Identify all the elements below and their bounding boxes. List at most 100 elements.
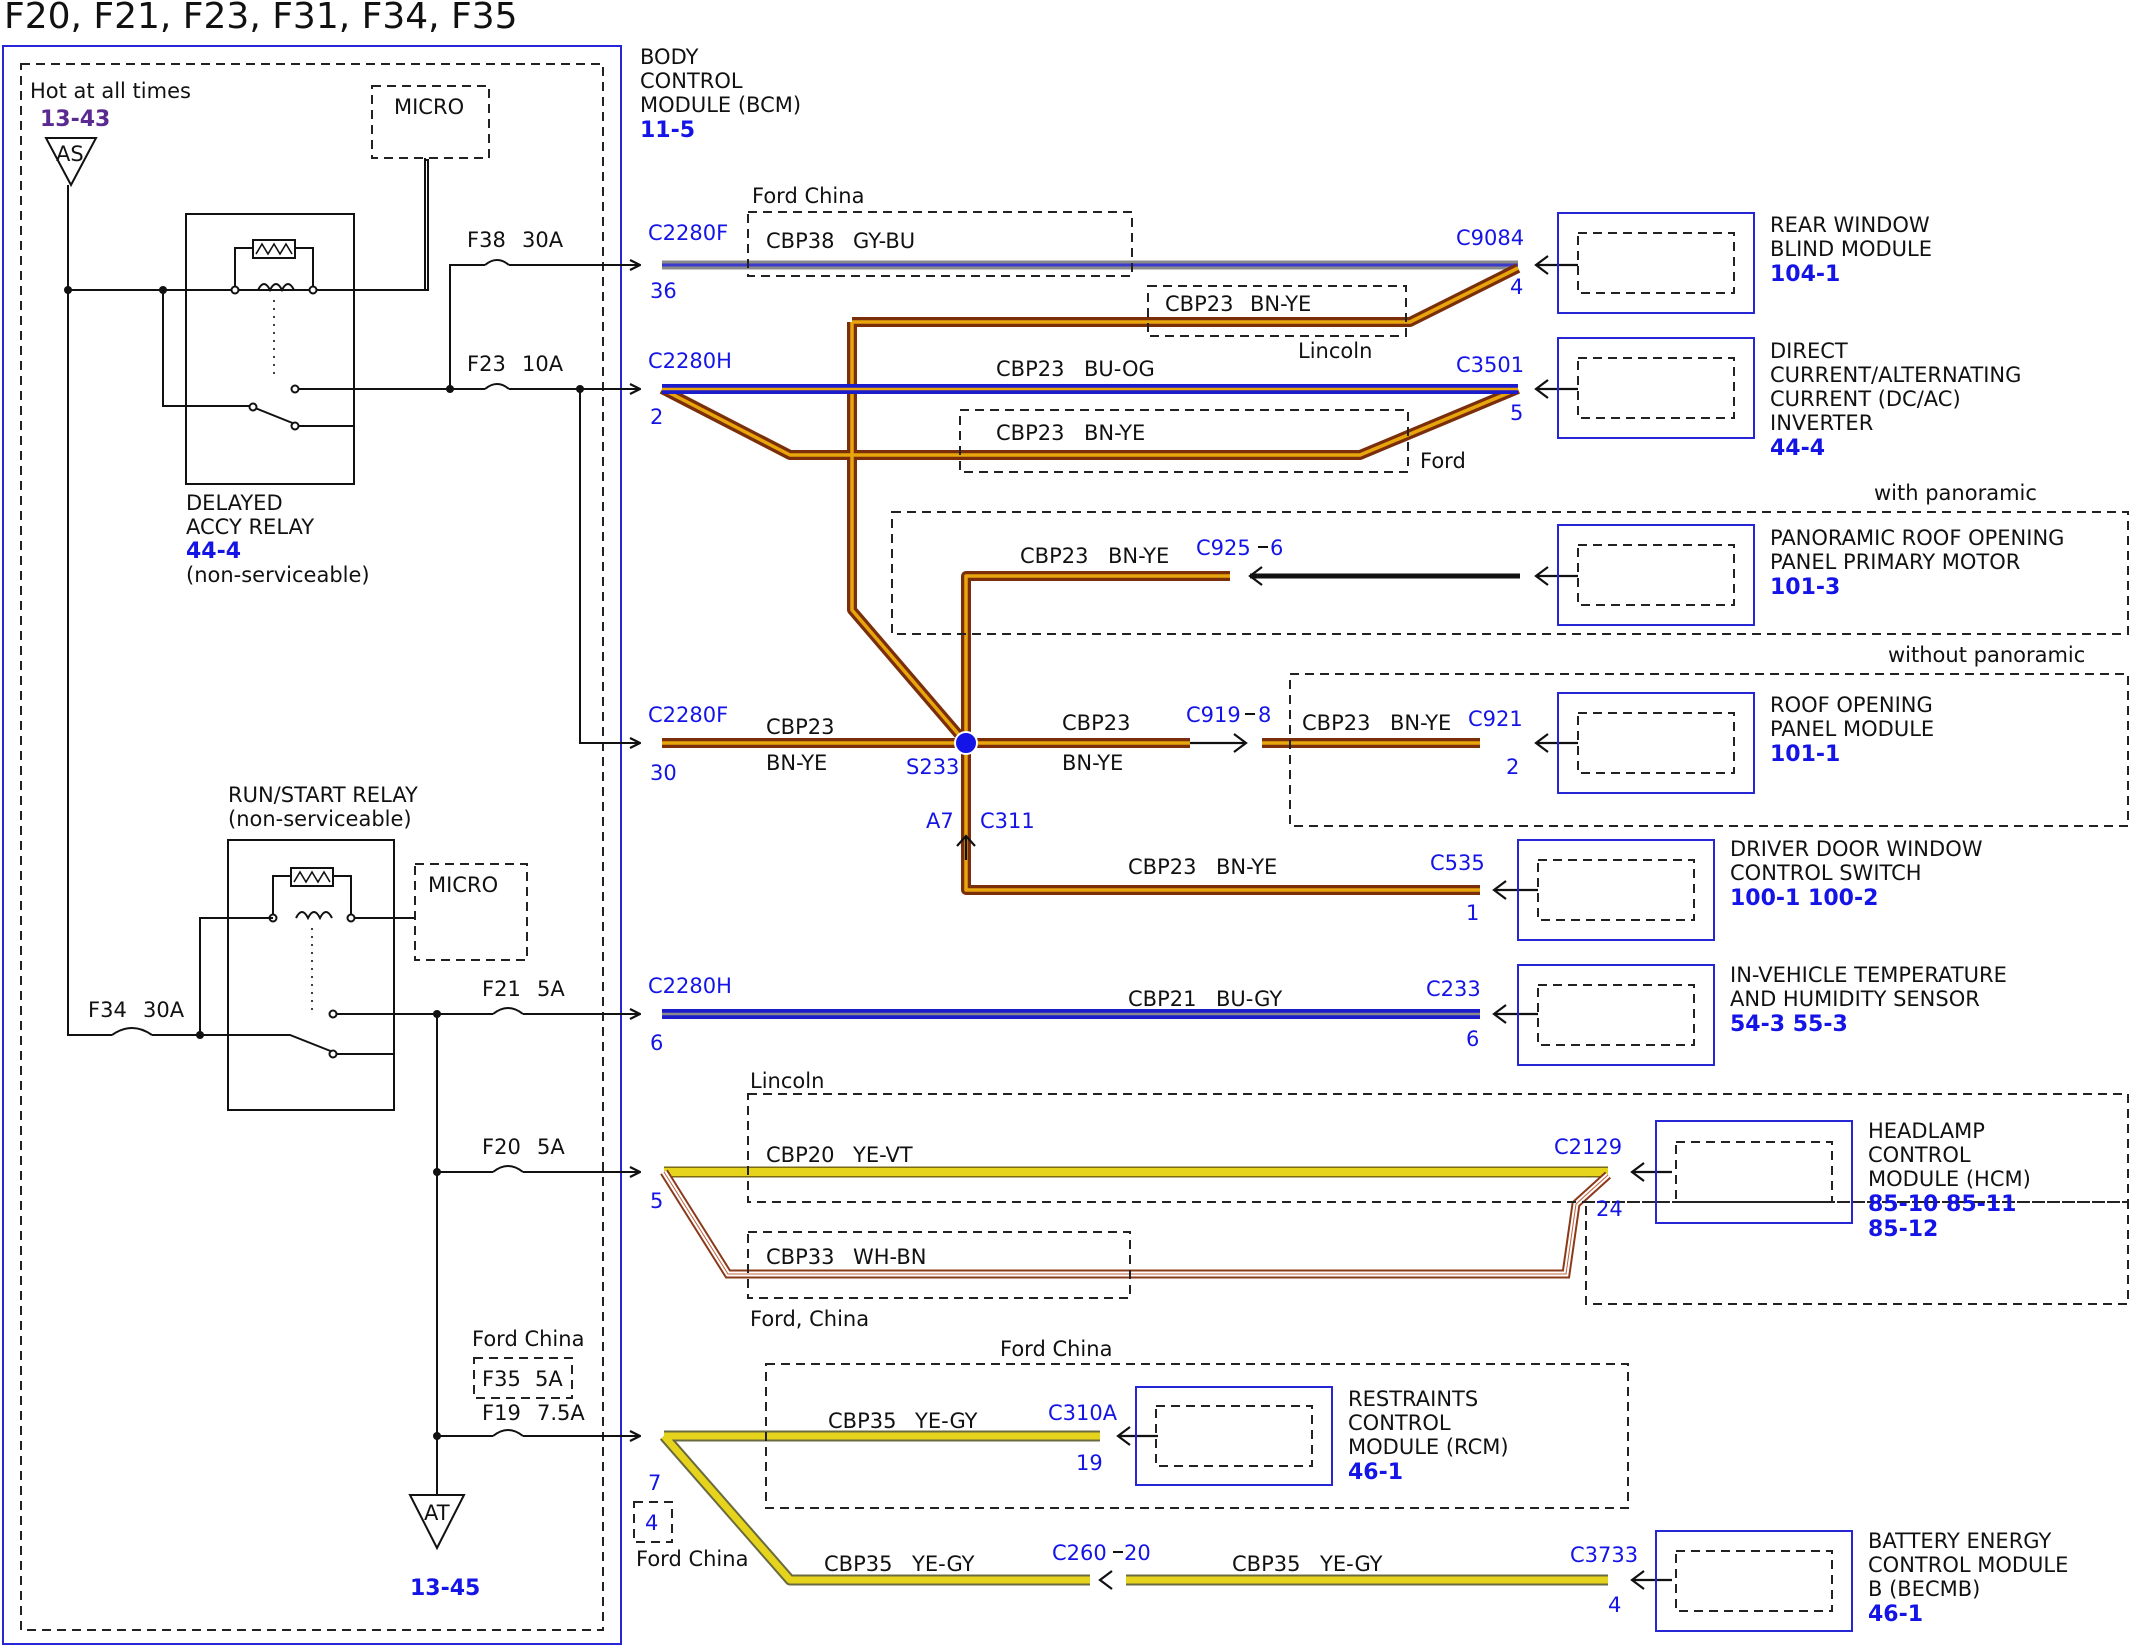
svg-text:CURRENT (DC/AC): CURRENT (DC/AC) xyxy=(1770,387,1961,411)
lincoln-option-box xyxy=(1147,285,1407,337)
svg-text:C925: C925 xyxy=(1196,536,1251,560)
svg-text:C233: C233 xyxy=(1426,977,1481,1001)
micro-box-1 xyxy=(371,85,490,159)
svg-text:MODULE (RCM): MODULE (RCM) xyxy=(1348,1435,1509,1459)
svg-text:CONTROL: CONTROL xyxy=(640,69,743,93)
ford-china-fuse-label: Ford China xyxy=(472,1327,584,1351)
svg-text:ROOF OPENING: ROOF OPENING xyxy=(1770,693,1933,717)
fuse-f34-icon xyxy=(111,1027,153,1036)
bcm-title: BODY CONTROL MODULE (BCM) 11-5 xyxy=(640,45,801,143)
svg-text:5A: 5A xyxy=(537,977,565,1001)
svg-text:S233: S233 xyxy=(906,755,959,779)
svg-text:HEADLAMP: HEADLAMP xyxy=(1868,1119,1985,1143)
svg-text:5A: 5A xyxy=(537,1135,565,1159)
svg-text:MODULE (BCM): MODULE (BCM) xyxy=(640,93,801,117)
relay-coil-icon xyxy=(257,283,295,293)
svg-text:CBP20: CBP20 xyxy=(766,1143,834,1167)
svg-text:DRIVER DOOR WINDOW: DRIVER DOOR WINDOW xyxy=(1730,837,1983,861)
svg-text:Lincoln: Lincoln xyxy=(750,1069,824,1093)
at-triangle-icon xyxy=(408,1494,466,1551)
svg-text:CBP23: CBP23 xyxy=(1062,711,1130,735)
svg-text:Ford: Ford xyxy=(1420,449,1466,473)
svg-text:30A: 30A xyxy=(143,998,185,1022)
svg-text:CBP23: CBP23 xyxy=(996,357,1064,381)
fuse-f21-label: F21 xyxy=(482,977,521,1001)
svg-text:100-1 100-2: 100-1 100-2 xyxy=(1730,886,1878,911)
svg-text:4: 4 xyxy=(645,1511,658,1535)
svg-text:BU-OG: BU-OG xyxy=(1084,357,1155,381)
svg-text:5: 5 xyxy=(650,1189,663,1213)
svg-text:7.5A: 7.5A xyxy=(537,1401,585,1425)
svg-text:101-3: 101-3 xyxy=(1770,575,1840,600)
svg-text:30: 30 xyxy=(650,761,677,785)
fuse-f19-icon xyxy=(492,1429,524,1437)
at-label: AT xyxy=(424,1501,450,1525)
svg-text:(non-serviceable): (non-serviceable) xyxy=(186,563,370,587)
svg-text:24: 24 xyxy=(1596,1197,1623,1221)
svg-text:BODY: BODY xyxy=(640,45,699,69)
module-hcm: HEADLAMP CONTROL MODULE (HCM) 85-10 85-1… xyxy=(1655,1119,2031,1242)
ford-china-option-box xyxy=(747,211,1133,277)
connector-labels: C2280F 36 C2280H 2 C2280F 30 C2280H 6 5 … xyxy=(648,221,1638,1617)
svg-text:46-1: 46-1 xyxy=(1868,1602,1923,1627)
svg-text:19: 19 xyxy=(1076,1451,1103,1475)
svg-text:BN-YE: BN-YE xyxy=(1216,855,1277,879)
svg-text:2: 2 xyxy=(650,405,663,429)
without-panoramic-box xyxy=(1289,673,2129,827)
module-becmb: BATTERY ENERGY CONTROL MODULE B (BECMB) … xyxy=(1655,1529,2068,1632)
hot-ref: 13-43 xyxy=(40,107,110,132)
svg-text:BU-GY: BU-GY xyxy=(1216,987,1282,1011)
svg-text:46-1: 46-1 xyxy=(1348,1460,1403,1485)
micro-label-1: MICRO xyxy=(394,95,464,119)
svg-text:CBP23: CBP23 xyxy=(766,715,834,739)
hot-label: Hot at all times xyxy=(30,79,191,103)
as-label: AS xyxy=(56,142,84,166)
svg-text:1: 1 xyxy=(1466,901,1479,925)
with-panoramic-box xyxy=(891,511,2129,635)
svg-text:C3501: C3501 xyxy=(1456,353,1524,377)
svg-text:C2280F: C2280F xyxy=(648,703,728,727)
delayed-accy-relay-box xyxy=(185,213,355,485)
bcm-outline xyxy=(2,45,622,1645)
ford-china-wh-bn-box xyxy=(747,1231,1131,1299)
at-ref: 13-45 xyxy=(410,1576,480,1601)
svg-text:BN-YE: BN-YE xyxy=(766,751,827,775)
svg-text:Ford, China: Ford, China xyxy=(750,1307,869,1331)
svg-text:CBP35: CBP35 xyxy=(1232,1552,1300,1576)
page-title: F20, F21, F23, F31, F34, F35 xyxy=(4,0,518,37)
svg-text:PANEL PRIMARY MOTOR: PANEL PRIMARY MOTOR xyxy=(1770,550,2020,574)
svg-text:C921: C921 xyxy=(1468,707,1523,731)
wire-ye-gy xyxy=(659,1430,1608,1586)
svg-text:(non-serviceable): (non-serviceable) xyxy=(228,807,412,831)
svg-text:without panoramic: without panoramic xyxy=(1888,643,2085,667)
svg-text:6: 6 xyxy=(1466,1027,1479,1051)
svg-text:BLIND MODULE: BLIND MODULE xyxy=(1770,237,1932,261)
svg-text:C9084: C9084 xyxy=(1456,226,1524,250)
svg-text:44-4: 44-4 xyxy=(186,539,241,564)
svg-text:BN-YE: BN-YE xyxy=(1108,544,1169,568)
svg-text:54-3 55-3: 54-3 55-3 xyxy=(1730,1012,1848,1037)
bcm-inner-area xyxy=(20,63,604,1631)
svg-text:2: 2 xyxy=(1506,755,1519,779)
svg-text:C919: C919 xyxy=(1186,703,1241,727)
pin4-alt-box xyxy=(633,1501,673,1543)
svg-text:DELAYED: DELAYED xyxy=(186,491,283,515)
svg-text:YE-GY: YE-GY xyxy=(1319,1552,1383,1576)
svg-text:BN-YE: BN-YE xyxy=(1250,292,1311,316)
svg-text:6: 6 xyxy=(650,1031,663,1055)
as-triangle-icon xyxy=(44,137,98,188)
svg-text:C260: C260 xyxy=(1052,1541,1107,1565)
svg-text:4: 4 xyxy=(1510,275,1523,299)
svg-text:WH-BN: WH-BN xyxy=(853,1245,927,1269)
ford-china-rcm-box xyxy=(765,1363,1629,1509)
fuse-f21-icon xyxy=(492,1007,524,1015)
lincoln-hcm-box xyxy=(747,1093,2129,1203)
splice-s233 xyxy=(954,731,978,755)
svg-text:CBP23: CBP23 xyxy=(996,421,1064,445)
svg-text:GY-BU: GY-BU xyxy=(853,229,915,253)
svg-text:Ford China: Ford China xyxy=(636,1547,748,1571)
svg-text:RUN/START RELAY: RUN/START RELAY xyxy=(228,783,418,807)
svg-text:30A: 30A xyxy=(522,228,564,252)
fuse-f19-label: F19 xyxy=(482,1401,521,1425)
module-driver-door-switch: DRIVER DOOR WINDOW CONTROL SWITCH 100-1 … xyxy=(1517,837,1983,941)
